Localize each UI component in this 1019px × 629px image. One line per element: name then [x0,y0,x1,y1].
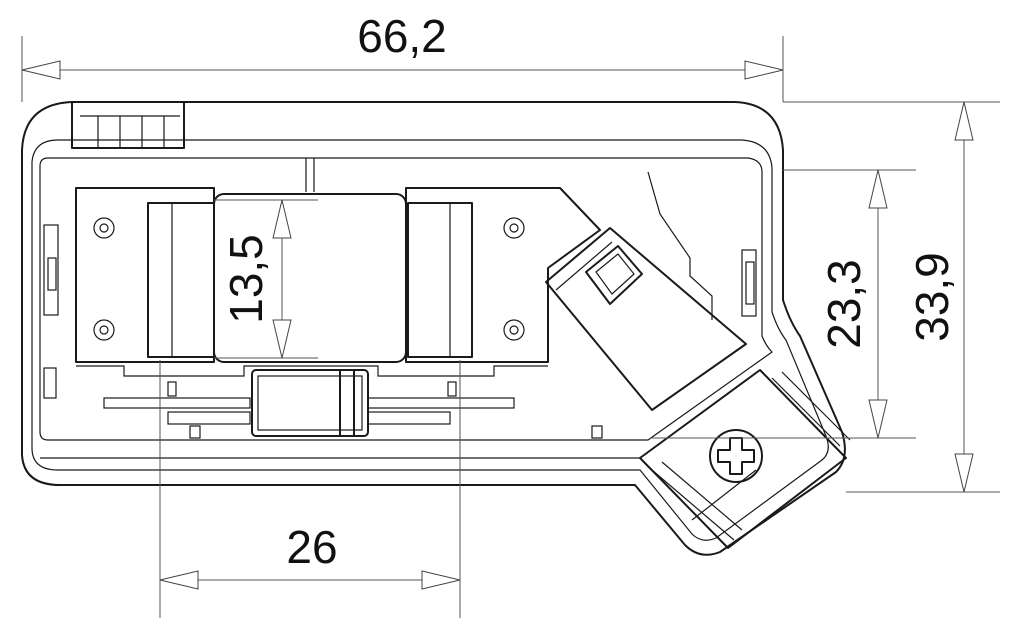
lead-right-upper [367,397,515,409]
dimension-label-lead-spacing: 26 [286,521,337,573]
component-block [213,193,407,363]
arrowhead [954,101,974,141]
gland-line [691,469,757,521]
rail-slot [447,381,457,397]
left-bracket [75,187,215,363]
housing-cavity [39,157,773,441]
arrowhead [954,453,974,493]
clip-right-slot [745,261,755,305]
dimension-width: 66,2 [21,10,784,102]
diode-body-inner [257,375,363,431]
dimension-component-height: 13,5 [214,199,318,359]
right-bracket-block-inner [407,202,451,358]
left-bracket-block [147,202,215,358]
dimension-inner-height: 23,3 [650,169,916,439]
cable-gland [639,369,851,549]
housing [21,101,846,556]
clip-left-upper [43,224,59,316]
dimension-height: 33,9 [783,101,1000,493]
rail-slot [167,381,177,397]
housing-outer-outline [21,101,846,556]
right-bracket [405,187,601,363]
diode-cathode-band [339,369,355,437]
connector-latch-inner [595,253,635,295]
connector-housing-edge [555,241,613,291]
arrowhead [21,60,61,80]
dimension-label-inner-height: 23,3 [818,259,870,349]
right-bracket-block [407,202,473,358]
connector-latch [585,245,643,305]
screw-hole [93,217,115,239]
clip-right [741,249,757,317]
gland-line [661,461,743,531]
dimension-lead-spacing: 26 [159,360,461,618]
arrowhead [868,169,888,209]
gland-line [651,469,735,541]
arrowhead [421,570,461,590]
left-clips [43,224,59,399]
lead-left-upper [103,397,251,409]
screw-cross-icon [717,437,755,475]
lead-right-lower [367,411,451,425]
gland-line [781,371,851,441]
gland-line [771,377,841,447]
screw-hole [503,217,525,239]
gland-body [639,369,847,549]
lead-left-lower [167,411,251,425]
lead-stub [591,425,603,439]
gland-screw [709,429,763,483]
arrowhead [744,60,784,80]
connector-guide [647,171,713,320]
connector-housing [545,227,747,411]
right-bracket-plate [405,187,601,363]
screw-hole [93,319,115,341]
clip-left-upper-slot [47,257,57,291]
diode-body [251,369,369,437]
screw-hole [503,319,525,341]
left-bracket-block-inner [171,202,215,358]
right-clip [741,249,757,317]
arrowhead [159,570,199,590]
dimension-label-height: 33,9 [906,252,958,342]
arrowhead [868,399,888,439]
clip-left-lower [43,367,57,399]
housing-inner-outline [31,139,829,541]
left-bracket-plate [75,187,215,363]
lower-frame [76,365,548,377]
arrowhead [272,319,292,359]
latch-body [71,101,185,149]
diode [251,369,369,437]
lead-stub [189,425,201,439]
dimension-label-width: 66,2 [357,10,447,62]
dimension-label-component-height: 13,5 [220,234,272,324]
angled-connector [545,171,747,411]
top-latch [71,101,185,149]
arrowhead [272,199,292,239]
